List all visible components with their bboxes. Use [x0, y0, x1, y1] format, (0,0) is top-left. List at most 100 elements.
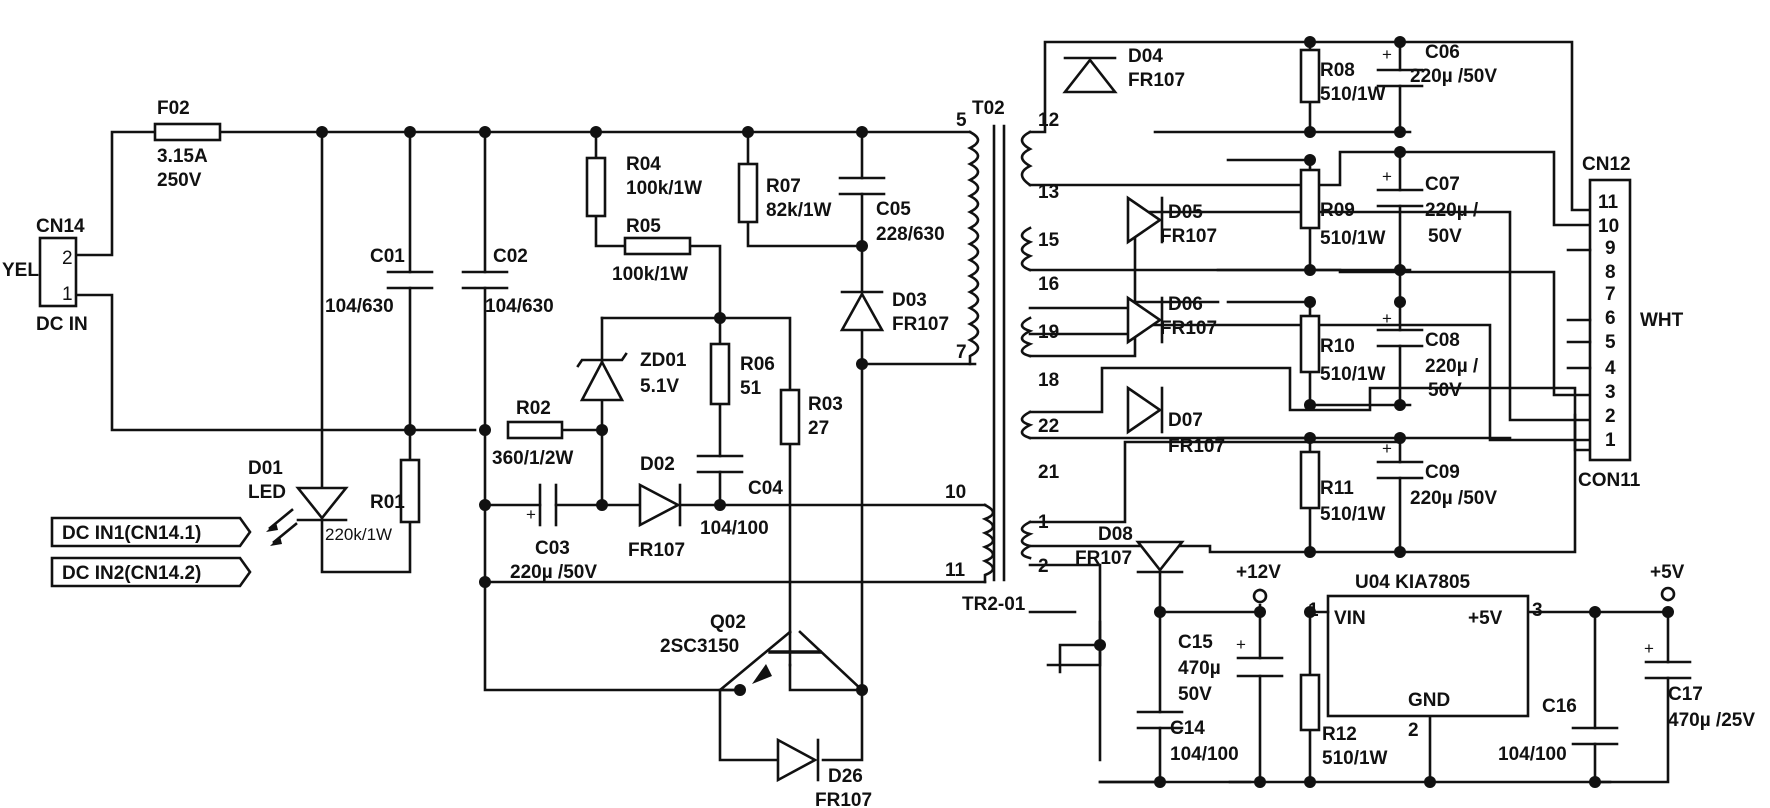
svg-text:CON11: CON11: [1578, 470, 1641, 491]
svg-text:WHT: WHT: [1640, 310, 1684, 331]
dc-in2-tag: DC IN2(CN14.2): [50, 556, 252, 588]
svg-text:11: 11: [1598, 192, 1619, 213]
svg-text:U04 KIA7805: U04 KIA7805: [1355, 572, 1471, 593]
svg-text:D03: D03: [892, 290, 927, 311]
led-d01: D01 LED: [248, 458, 349, 546]
svg-text:510/1W: 510/1W: [1320, 364, 1386, 385]
diode-d06: D06 FR107: [1126, 294, 1217, 345]
svg-text:100k/1W: 100k/1W: [612, 264, 688, 285]
svg-text:220µ /50V: 220µ /50V: [1410, 66, 1497, 87]
svg-text:7: 7: [956, 342, 967, 363]
svg-text:C03: C03: [535, 538, 570, 559]
svg-text:R03: R03: [808, 394, 843, 415]
svg-text:T02: T02: [972, 98, 1005, 119]
svg-text:C06: C06: [1425, 42, 1460, 63]
svg-text:13: 13: [1038, 182, 1059, 203]
resistor-r05: R05 100k/1W: [612, 216, 692, 285]
svg-text:R12: R12: [1322, 724, 1357, 745]
svg-text:21: 21: [1038, 462, 1060, 483]
terminal-12v: +12V: [1236, 562, 1281, 604]
svg-text:12: 12: [1038, 110, 1059, 131]
svg-text:DC IN1(CN14.1): DC IN1(CN14.1): [62, 523, 201, 544]
svg-text:50V: 50V: [1178, 684, 1212, 705]
svg-text:FR107: FR107: [1075, 548, 1132, 569]
svg-text:FR107: FR107: [1160, 318, 1217, 339]
svg-text:104/100: 104/100: [700, 518, 769, 539]
cn14-label: CN14: [36, 216, 85, 237]
svg-text:510/1W: 510/1W: [1320, 84, 1386, 105]
resistor-r02: R02 360/1/2W: [492, 398, 573, 469]
svg-text:5: 5: [1605, 332, 1616, 353]
diode-d08: D08 FR107: [1075, 524, 1185, 574]
svg-text:Q02: Q02: [710, 612, 746, 633]
svg-text:D05: D05: [1168, 202, 1203, 223]
resistor-r06: R06 51: [709, 342, 775, 406]
diode-d02: D02 FR107: [628, 454, 685, 561]
svg-text:228/630: 228/630: [876, 224, 945, 245]
svg-text:27: 27: [808, 418, 829, 439]
svg-text:F02: F02: [157, 98, 190, 119]
svg-text:C15: C15: [1178, 632, 1213, 653]
svg-text:22: 22: [1038, 416, 1059, 437]
svg-text:C01: C01: [370, 246, 405, 267]
svg-text:R10: R10: [1320, 336, 1355, 357]
yel-label: YEL: [2, 260, 39, 281]
svg-text:1: 1: [62, 284, 73, 305]
svg-text:D06: D06: [1168, 294, 1203, 315]
capacitor-c01: C01 104/630: [325, 246, 434, 317]
svg-text:11: 11: [945, 560, 966, 581]
svg-text:19: 19: [1038, 322, 1059, 343]
svg-text:+: +: [526, 505, 536, 524]
svg-text:7: 7: [1605, 284, 1616, 305]
svg-text:C16: C16: [1542, 696, 1577, 717]
svg-text:FR107: FR107: [628, 540, 685, 561]
svg-text:LED: LED: [248, 482, 286, 503]
svg-text:3: 3: [1605, 382, 1616, 403]
svg-text:VIN: VIN: [1334, 608, 1366, 629]
capacitor-c02: C02 104/630: [461, 246, 554, 317]
svg-text:2SC3150: 2SC3150: [660, 636, 739, 657]
capacitor-c05: C05 228/630: [838, 176, 945, 245]
terminal-5v: +5V: [1650, 562, 1685, 602]
capacitor-c17: + C17 470µ /25V: [1644, 639, 1755, 731]
capacitor-c06: + C06 220µ /50V: [1376, 42, 1497, 88]
svg-text:10: 10: [1598, 216, 1619, 237]
svg-text:5.1V: 5.1V: [640, 376, 679, 397]
svg-text:2: 2: [1038, 556, 1049, 577]
svg-text:9: 9: [1605, 238, 1616, 259]
svg-text:D02: D02: [640, 454, 675, 475]
svg-text:2: 2: [1408, 720, 1419, 741]
svg-text:16: 16: [1038, 274, 1059, 295]
capacitor-c08: + C08 220µ / 50V: [1376, 309, 1479, 401]
diode-d03: D03 FR107: [839, 290, 949, 335]
svg-text:GND: GND: [1408, 690, 1450, 711]
capacitor-c03: + C03 220µ /50V: [510, 483, 597, 583]
svg-text:6: 6: [1605, 308, 1616, 329]
svg-text:D08: D08: [1098, 524, 1133, 545]
svg-text:C08: C08: [1425, 330, 1460, 351]
resistor-r09: R09 510/1W: [1299, 168, 1386, 249]
svg-text:+: +: [1382, 167, 1392, 186]
zener-zd01: ZD01 5.1V: [576, 350, 687, 402]
svg-text:510/1W: 510/1W: [1322, 748, 1388, 769]
diode-d07: D07 FR107: [1126, 385, 1225, 457]
resistor-r11: R11 510/1W: [1299, 450, 1386, 525]
svg-text:FR107: FR107: [1160, 226, 1217, 247]
resistor-r07: R07 82k/1W: [737, 162, 832, 224]
svg-text:510/1W: 510/1W: [1320, 504, 1386, 525]
resistor-r04: R04 100k/1W: [585, 154, 702, 218]
svg-text:104/100: 104/100: [1498, 744, 1567, 765]
svg-text:R08: R08: [1320, 60, 1355, 81]
svg-text:C07: C07: [1425, 174, 1460, 195]
svg-text:R06: R06: [740, 354, 775, 375]
resistor-r03: R03 27: [779, 388, 843, 446]
resistor-r01: R01 220k/1W: [325, 458, 421, 544]
svg-text:C09: C09: [1425, 462, 1460, 483]
dc-in-label: DC IN: [36, 314, 88, 335]
svg-text:+: +: [1644, 639, 1654, 658]
svg-text:15: 15: [1038, 230, 1060, 251]
fuse-f02: F02 3.15A 250V: [153, 98, 222, 191]
svg-text:FR107: FR107: [1128, 70, 1185, 91]
resistor-r10: R10 510/1W: [1299, 314, 1386, 385]
svg-text:R09: R09: [1320, 200, 1355, 221]
